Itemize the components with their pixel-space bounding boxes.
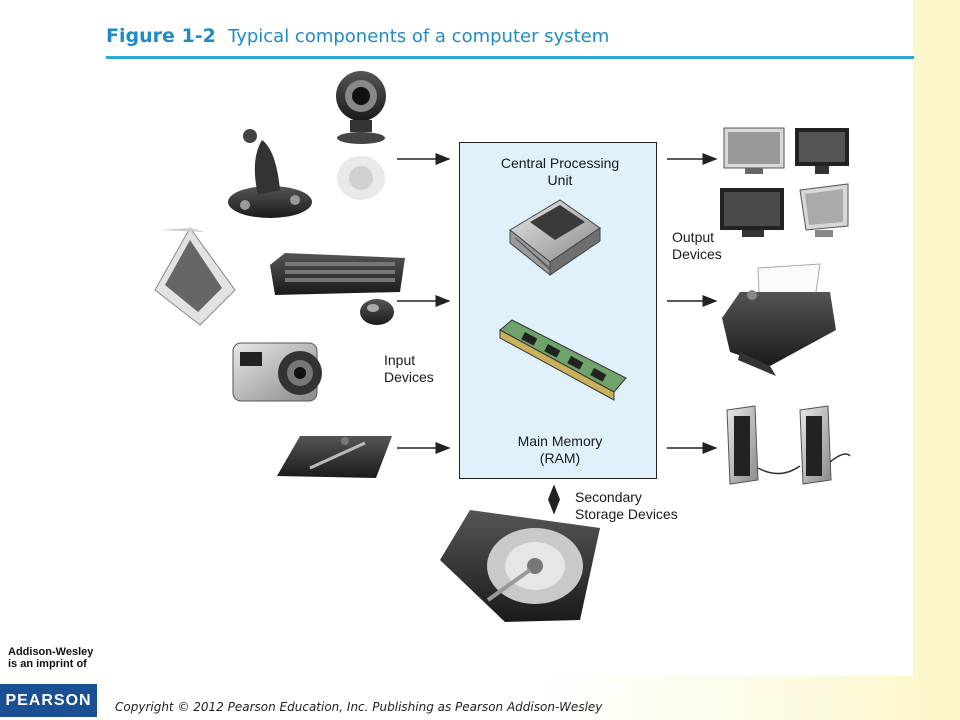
mouse-icon xyxy=(360,299,394,325)
cpu-chip-icon xyxy=(509,199,601,277)
figure-label: Figure 1-2 xyxy=(106,25,216,47)
output-devices-label: Output Devices xyxy=(672,229,722,262)
joystick-icon xyxy=(228,129,312,218)
monitors-icon xyxy=(720,127,849,237)
main-memory-label: Main Memory (RAM) xyxy=(517,433,603,466)
digital-camera-icon xyxy=(232,342,322,402)
speakers-icon xyxy=(726,405,851,485)
publisher-logo: Addison-Wesley is an imprint of xyxy=(8,646,100,670)
copyright-notice: Copyright © 2012 Pearson Education, Inc.… xyxy=(115,700,603,714)
keyboard-icon xyxy=(270,253,405,295)
hard-drive-icon xyxy=(440,510,600,622)
figure-caption: Typical components of a computer system xyxy=(228,26,610,47)
scanner-icon xyxy=(154,227,236,326)
printer-icon xyxy=(722,263,836,376)
secondary-storage-label: Secondary Storage Devices xyxy=(575,489,678,522)
webcam-icon xyxy=(336,71,386,200)
ram-stick-icon xyxy=(499,319,627,401)
publisher-name: Addison-Wesley xyxy=(8,646,94,658)
pearson-logo: PEARSON xyxy=(0,684,97,717)
figure-title-bar: Figure 1-2 Typical components of a compu… xyxy=(106,22,914,59)
cpu-label: Central Processing Unit xyxy=(500,155,620,188)
input-devices-label: Input Devices xyxy=(384,352,434,385)
cpu-memory-box xyxy=(459,142,657,479)
publisher-subtitle: is an imprint of xyxy=(8,658,87,670)
drawing-tablet-icon xyxy=(277,436,392,478)
